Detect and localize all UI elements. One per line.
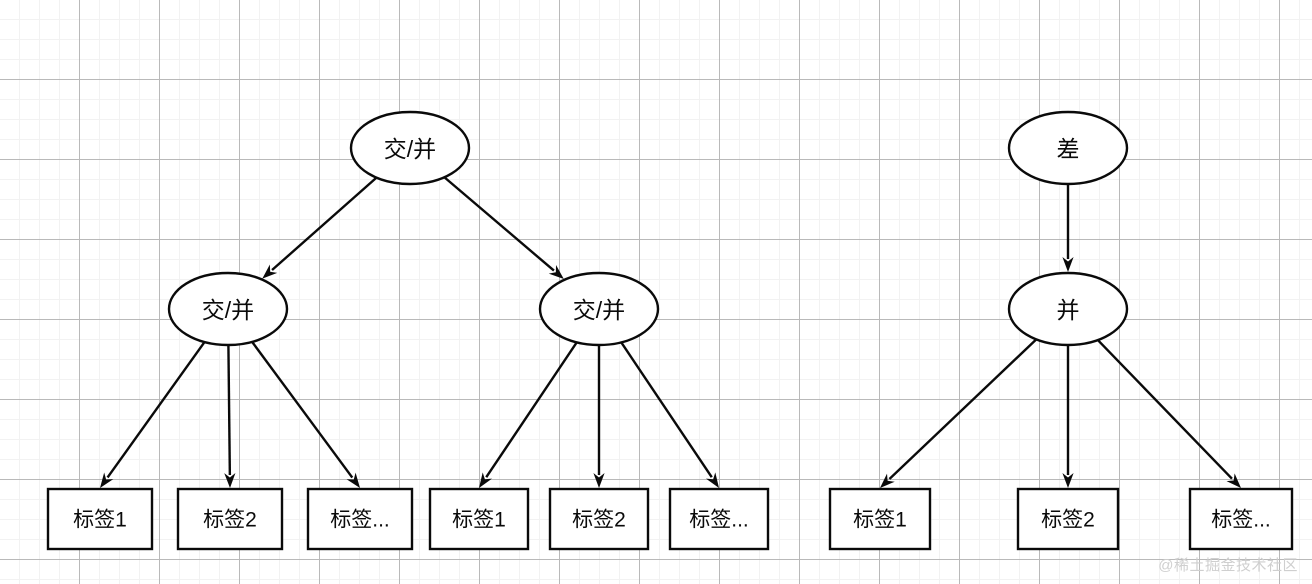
right-tree-leaf-r1-3-label: 标签... — [1211, 509, 1271, 532]
left-tree-edge-root-1-arrowhead — [548, 265, 564, 280]
left-tree-edge-0-leaf-0-line — [106, 341, 206, 479]
right-tree-right-root[interactable]: 差 — [1007, 110, 1129, 186]
left-tree-leaf-l2-1[interactable]: 标签1 — [428, 487, 530, 551]
left-tree-leaf-l1-1[interactable]: 标签1 — [46, 487, 154, 551]
left-tree-edge-0-leaf-2-arrowhead — [346, 472, 360, 488]
left-tree-leaf-l1-2[interactable]: 标签2 — [176, 487, 284, 551]
left-tree-edge-1-leaf-0-line — [485, 341, 578, 478]
left-tree-leaf-l1-1-label: 标签1 — [73, 509, 127, 532]
left-tree-edge-root-1-line — [443, 176, 555, 272]
right-tree-edge-0-leaf-0-arrowhead — [880, 473, 895, 488]
right-tree-right-root-label: 差 — [1057, 136, 1080, 162]
left-tree-left-branch-1-label: 交/并 — [202, 297, 254, 323]
right-tree-edge-0-leaf-1-arrowhead — [1062, 473, 1074, 488]
right-tree-edge-0-leaf-2-line — [1096, 339, 1233, 480]
left-tree-leaf-l1-1-shape — [46, 487, 154, 551]
left-tree-left-branch-2-label: 交/并 — [573, 297, 625, 323]
left-tree-leaf-l1-3[interactable]: 标签... — [306, 487, 414, 551]
left-tree-left-branch-2[interactable]: 交/并 — [538, 271, 660, 347]
left-tree-edge-0-leaf-2-line — [251, 341, 354, 479]
right-tree-leaf-r1-2[interactable]: 标签2 — [1016, 487, 1120, 551]
left-tree-leaf-l2-3-label: 标签... — [689, 509, 749, 532]
left-tree-leaf-l1-2-shape — [176, 487, 284, 551]
right-tree-leaf-r1-1-label: 标签1 — [853, 509, 907, 532]
left-tree-edge-1-leaf-2-line — [620, 341, 713, 478]
left-tree-leaf-l2-2-shape — [548, 487, 650, 551]
right-tree-edge-0-leaf-0-line — [888, 338, 1038, 480]
left-tree-edge-root-0-line — [271, 176, 378, 271]
left-tree-left-branch-1[interactable]: 交/并 — [167, 271, 289, 347]
right-tree-right-branch-1-label: 并 — [1057, 297, 1080, 323]
left-tree-edge-1-leaf-2-arrowhead — [705, 472, 719, 488]
left-tree-left-root[interactable]: 交/并 — [349, 110, 471, 186]
right-tree-edge-0-leaf-2-arrowhead — [1226, 473, 1241, 488]
right-tree-leaf-r1-1-shape — [828, 487, 932, 551]
right-tree-leaf-r1-3[interactable]: 标签... — [1188, 487, 1294, 551]
left-tree-edge-root-0-arrowhead — [262, 264, 278, 279]
left-tree-left-branch-2-shape — [538, 271, 660, 347]
left-tree-leaf-l2-2-label: 标签2 — [572, 509, 626, 532]
right-tree-edge-root-0-arrowhead — [1062, 257, 1074, 272]
left-tree-leaf-l2-3[interactable]: 标签... — [668, 487, 770, 551]
left-tree-leaf-l1-3-shape — [306, 487, 414, 551]
left-tree-edge-1-leaf-1-arrowhead — [593, 473, 605, 488]
left-tree-leaf-l2-1-label: 标签1 — [452, 509, 506, 532]
left-tree-edge-0-leaf-1-arrowhead — [224, 472, 236, 488]
left-tree-leaf-l1-2-label: 标签2 — [203, 509, 257, 532]
right-tree-leaf-r1-2-shape — [1016, 487, 1120, 551]
left-tree-leaf-l1-3-label: 标签... — [330, 509, 390, 532]
left-tree-left-branch-1-shape — [167, 271, 289, 347]
right-tree-right-branch-1-shape — [1007, 271, 1129, 347]
left-tree-leaf-l2-1-shape — [428, 487, 530, 551]
right-tree-right-branch-1[interactable]: 并 — [1007, 271, 1129, 347]
left-tree-edge-1-leaf-0-arrowhead — [479, 472, 493, 488]
left-tree-left-root-shape — [349, 110, 471, 186]
left-tree-leaf-l2-3-shape — [668, 487, 770, 551]
left-tree-edge-0-leaf-1-line — [227, 344, 232, 476]
right-tree-right-root-shape — [1007, 110, 1129, 186]
left-tree-edge-0-leaf-0-arrowhead — [100, 472, 114, 488]
left-tree-left-root-label: 交/并 — [384, 136, 436, 162]
left-tree-leaf-l2-2[interactable]: 标签2 — [548, 487, 650, 551]
right-tree-leaf-r1-3-shape — [1188, 487, 1294, 551]
right-tree-leaf-r1-2-label: 标签2 — [1041, 509, 1095, 532]
right-tree-leaf-r1-1[interactable]: 标签1 — [828, 487, 932, 551]
watermark-text: @稀土掘金技术社区 — [1158, 557, 1298, 574]
